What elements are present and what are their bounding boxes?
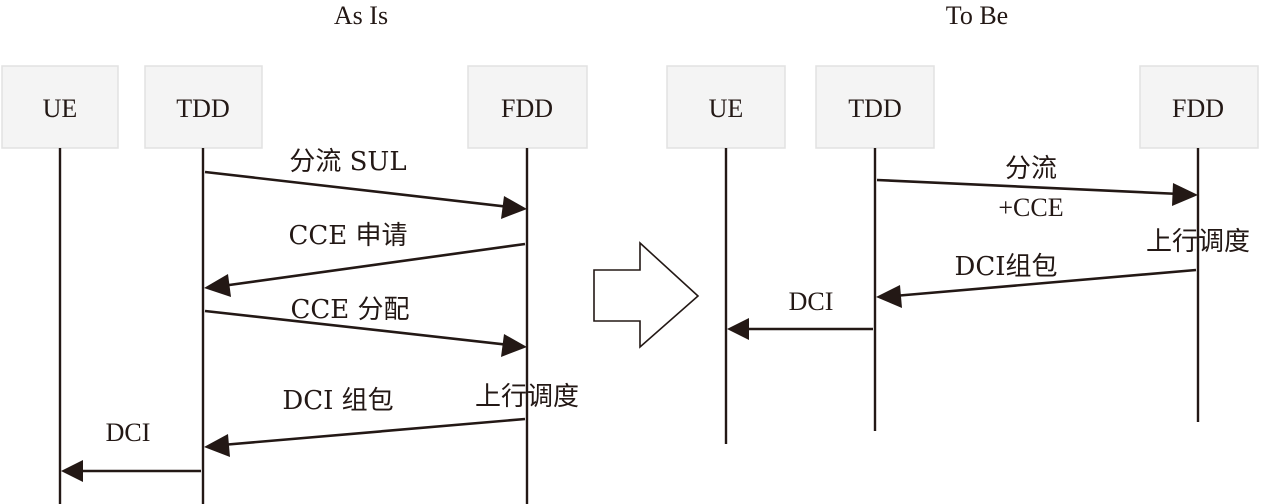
message-label: DCI组包 [954, 252, 1057, 282]
as-is-title: As Is [334, 1, 388, 30]
arrowhead-icon [876, 285, 902, 308]
participant-label: UE [43, 94, 78, 123]
message-arrow: 分流 SUL [204, 147, 527, 219]
arrow-line [893, 268, 1197, 298]
arrowhead-icon [501, 196, 527, 219]
participant-tdd: TDD [815, 65, 935, 149]
arrowhead-icon [61, 460, 83, 482]
message-label: DCI [789, 287, 834, 316]
arrow-line [204, 309, 511, 347]
participant-label: FDD [1172, 94, 1224, 123]
arrow-line [204, 170, 511, 209]
participant-fdd: FDD [1139, 65, 1259, 149]
message-label: DCI 组包 [282, 386, 393, 416]
message-label-secondary: +CCE [998, 193, 1063, 222]
participant-ue: UE [1, 65, 119, 149]
participant-label: UE [709, 94, 744, 123]
participant-box [666, 65, 786, 149]
participant-label: TDD [176, 94, 229, 123]
participant-box [815, 65, 935, 149]
message-arrow: DCI组包 [876, 252, 1197, 308]
message-arrow: DCI [727, 287, 873, 340]
to-be-diagram: To Be UE TDD FDD 分流 +CCE 上行调度 D [666, 1, 1259, 444]
as-is-diagram: As Is UE TDD FDD 分流 SUL CCE 申请 [1, 1, 588, 504]
participant-box [1, 65, 119, 149]
message-label: 分流 SUL [289, 147, 406, 177]
arrow-line [221, 242, 526, 288]
message-label: 分流 [1005, 154, 1057, 184]
message-label: CCE 申请 [288, 221, 407, 251]
fdd-note: 上行调度 [1146, 227, 1250, 257]
arrowhead-icon [727, 318, 749, 340]
message-arrow: DCI 组包 [204, 386, 526, 457]
message-label: DCI [106, 418, 151, 447]
to-be-title: To Be [946, 1, 1008, 30]
participant-fdd: FDD [467, 65, 588, 149]
right-block-arrow-icon [593, 241, 700, 349]
participant-box [144, 65, 263, 149]
participant-tdd: TDD [144, 65, 263, 149]
arrowhead-icon [204, 434, 230, 457]
participant-label: FDD [501, 94, 553, 123]
fdd-note: 上行调度 [475, 382, 579, 412]
message-arrow: 分流 +CCE [876, 154, 1198, 222]
participant-ue: UE [666, 65, 786, 149]
participant-box [1139, 65, 1259, 149]
message-arrow: DCI [61, 418, 201, 482]
arrowhead-icon [1172, 183, 1198, 206]
participant-label: TDD [848, 94, 901, 123]
message-arrow: CCE 申请 [204, 221, 526, 297]
arrowhead-icon [501, 334, 527, 357]
message-label: CCE 分配 [290, 295, 409, 325]
arrow-line [876, 178, 1181, 196]
participant-box [467, 65, 588, 149]
arrowhead-icon [204, 274, 231, 297]
arrow-line [221, 417, 526, 447]
message-arrow: CCE 分配 [204, 295, 527, 357]
